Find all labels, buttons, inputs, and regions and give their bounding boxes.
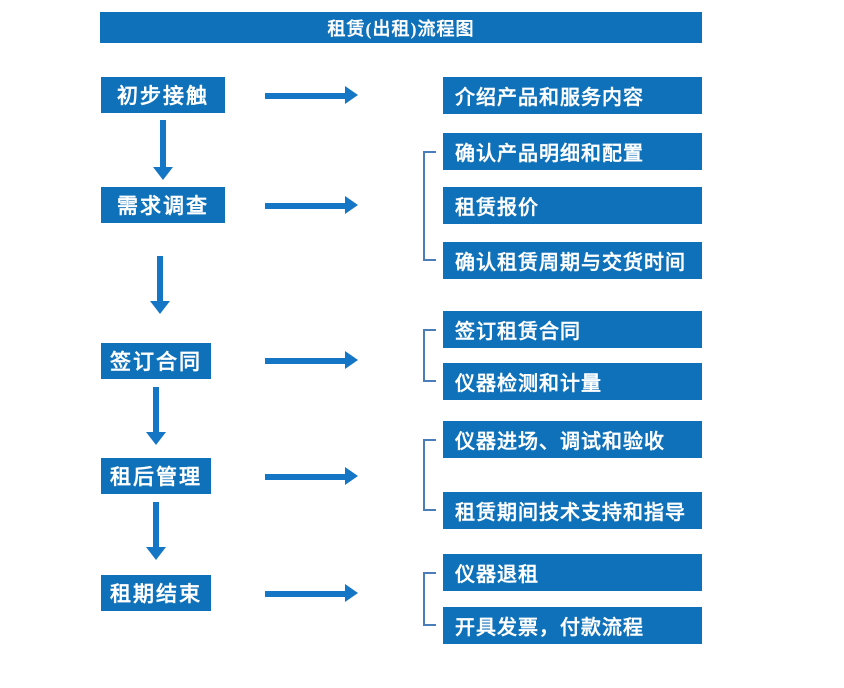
- down-arrow-3: [146, 387, 166, 445]
- right-arrow-head: [345, 86, 358, 104]
- flowchart-title: 租赁(出租)流程图: [100, 12, 702, 43]
- right-arrow-head: [345, 196, 358, 214]
- detail-box-instrument-setup-acceptance: 仪器进场、调试和验收: [443, 421, 702, 458]
- right-arrow-shaft: [265, 591, 346, 597]
- right-arrow-3: [265, 351, 358, 370]
- detail-box-sign-rental-contract: 签订租赁合同: [443, 311, 702, 348]
- detail-box-intro-products-services: 介绍产品和服务内容: [443, 77, 702, 114]
- down-arrow-head: [146, 547, 166, 560]
- down-arrow-2: [150, 256, 170, 314]
- down-arrow-4: [146, 502, 166, 560]
- right-arrow-shaft: [265, 358, 346, 364]
- detail-box-instrument-return: 仪器退租: [443, 554, 702, 591]
- detail-box-rental-tech-support: 租赁期间技术支持和指导: [443, 492, 702, 529]
- detail-box-instrument-testing-metering: 仪器检测和计量: [443, 363, 702, 400]
- detail-box-confirm-period-delivery: 确认租赁周期与交货时间: [443, 242, 702, 279]
- step-box-rental-period-end: 租期结束: [101, 575, 211, 611]
- group-bracket-demand-survey: [423, 151, 436, 261]
- detail-box-confirm-product-config: 确认产品明细和配置: [443, 133, 702, 170]
- detail-box-rental-quote: 租赁报价: [443, 187, 702, 224]
- right-arrow-2: [265, 196, 358, 215]
- right-arrow-4: [265, 467, 358, 486]
- right-arrow-shaft: [265, 203, 346, 209]
- right-arrow-shaft: [265, 474, 346, 480]
- down-arrow-head: [153, 167, 173, 180]
- down-arrow-head: [150, 301, 170, 314]
- right-arrow-1: [265, 86, 358, 105]
- step-box-sign-contract: 签订合同: [101, 343, 211, 379]
- step-box-post-rental-management: 租后管理: [101, 458, 211, 494]
- detail-box-invoice-payment: 开具发票，付款流程: [443, 607, 702, 644]
- down-arrow-shaft: [153, 387, 159, 432]
- down-arrow-shaft: [153, 502, 159, 547]
- group-bracket-rental-end: [423, 572, 436, 626]
- right-arrow-head: [345, 467, 358, 485]
- group-bracket-sign-contract: [423, 329, 436, 382]
- right-arrow-head: [345, 351, 358, 369]
- step-box-demand-survey: 需求调查: [101, 187, 225, 223]
- step-box-initial-contact: 初步接触: [101, 77, 225, 113]
- group-bracket-post-rental: [423, 439, 436, 511]
- down-arrow-head: [146, 432, 166, 445]
- down-arrow-shaft: [157, 256, 163, 301]
- right-arrow-5: [265, 584, 358, 603]
- right-arrow-shaft: [265, 93, 346, 99]
- down-arrow-1: [153, 120, 173, 180]
- down-arrow-shaft: [160, 120, 166, 167]
- right-arrow-head: [345, 584, 358, 602]
